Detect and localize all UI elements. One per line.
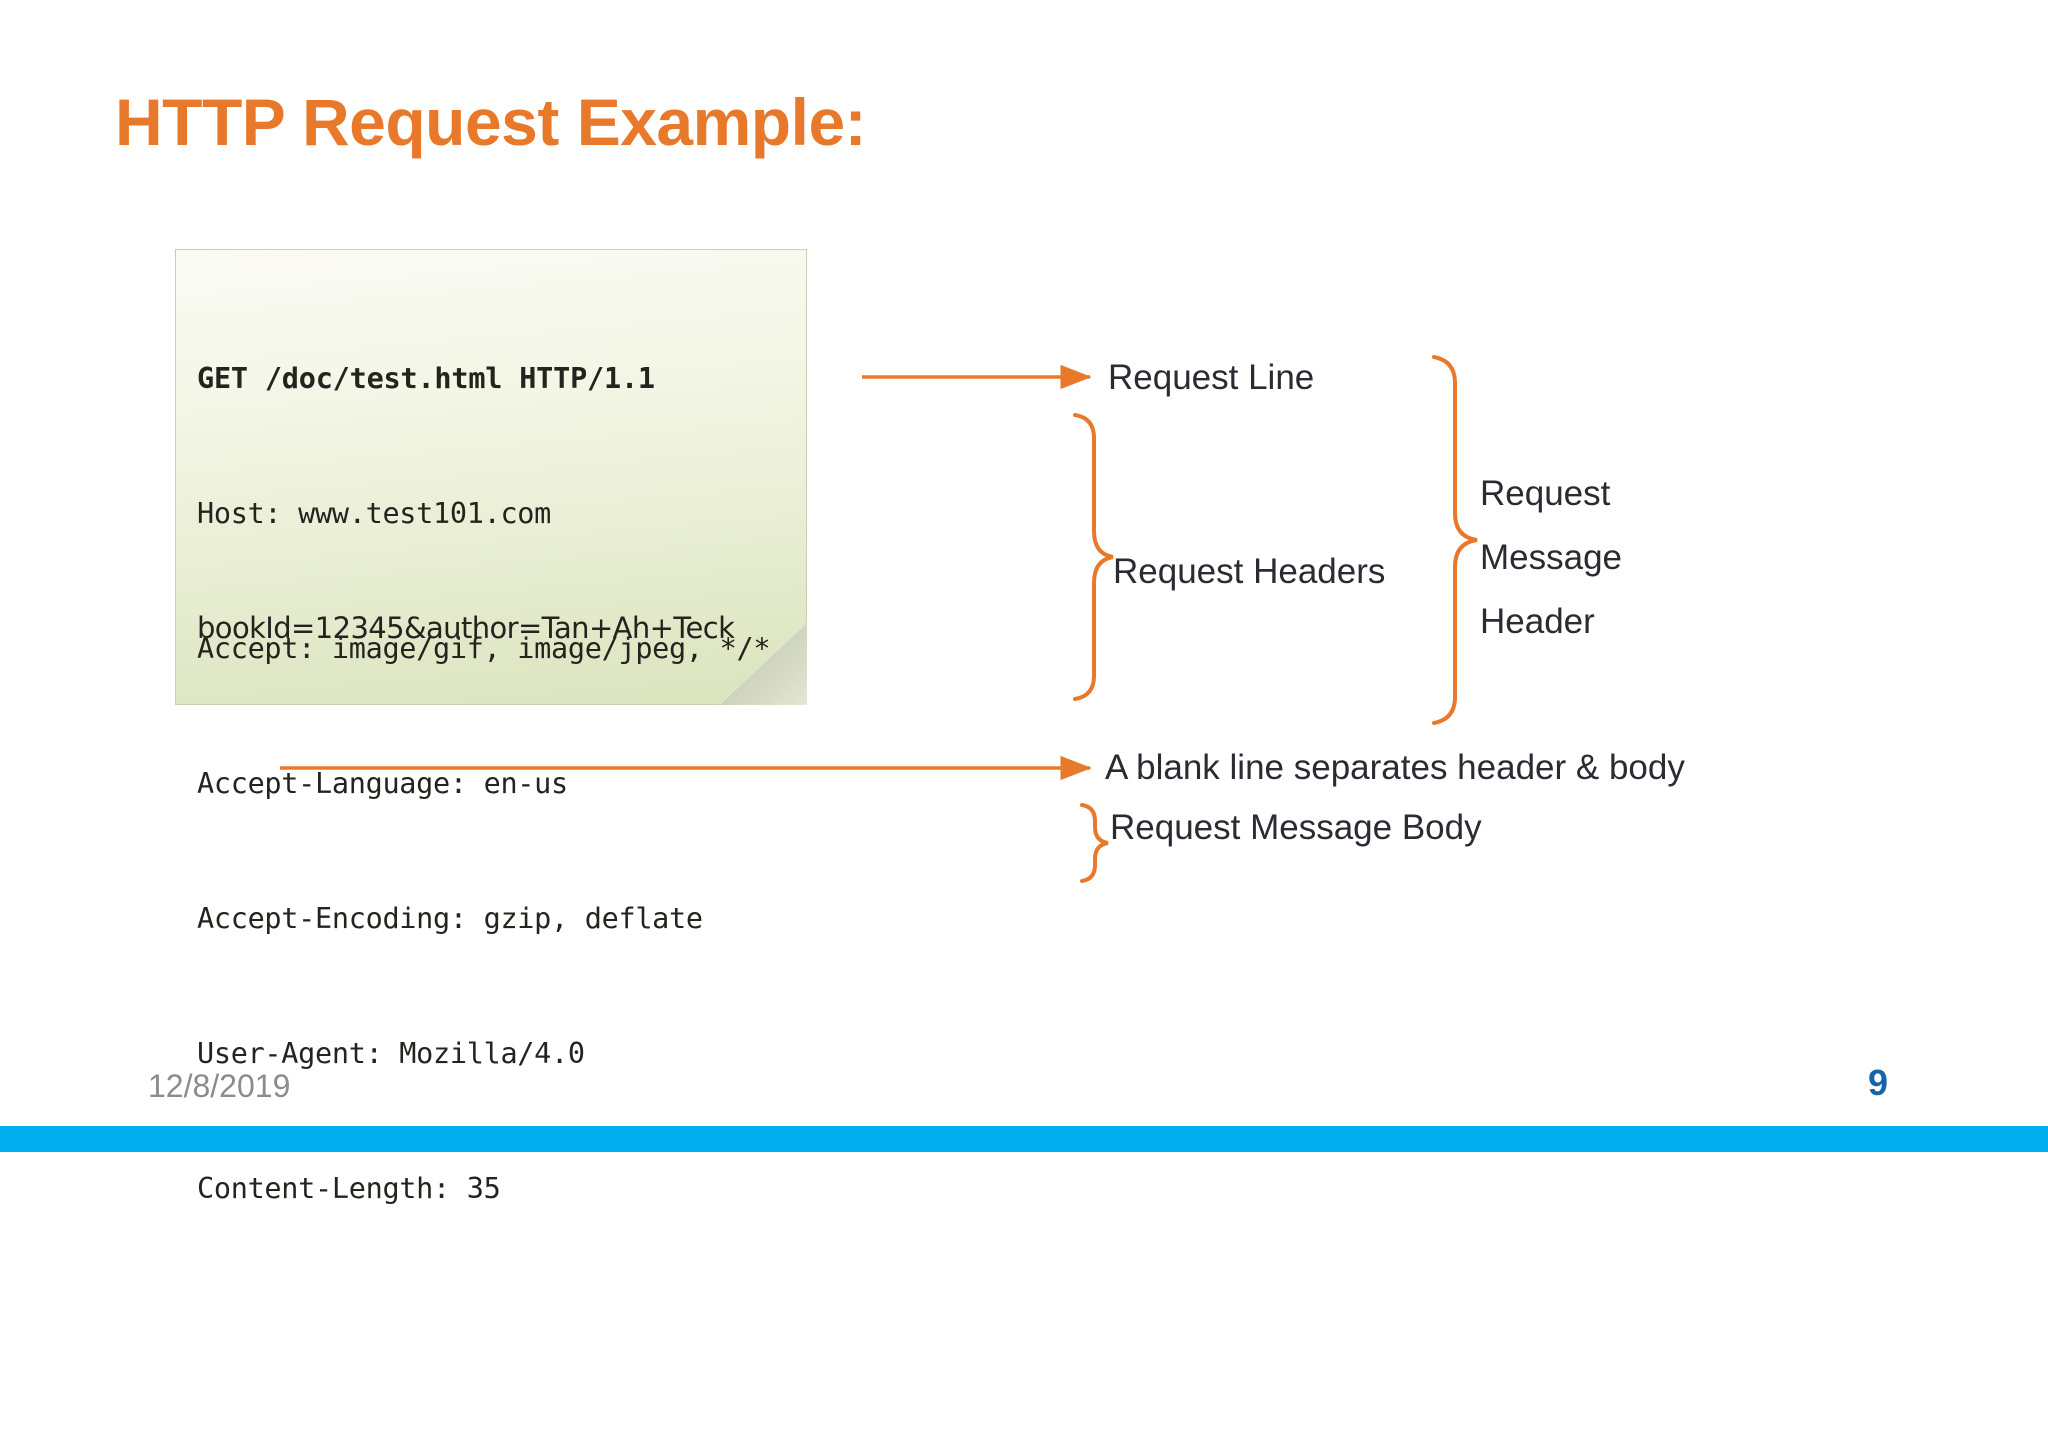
header-line: User-Agent: Mozilla/4.0 xyxy=(197,1037,585,1070)
annotation-blank-line: A blank line separates header & body xyxy=(1105,748,1685,787)
header-line: Host: www.test101.com xyxy=(197,497,552,530)
header-line: Accept: image/gif, image/jpeg, */* xyxy=(197,632,771,665)
annotation-rmh-line-1: Request xyxy=(1480,474,1611,513)
request-message-body-brace xyxy=(1080,803,1109,883)
request-message-header-brace xyxy=(1432,355,1478,725)
annotation-request-message-body: Request Message Body xyxy=(1110,808,1482,847)
annotation-rmh-line-2: Message xyxy=(1480,538,1623,577)
http-request-note: GET /doc/test.html HTTP/1.1 Host: www.te… xyxy=(175,249,807,1205)
page-title: HTTP Request Example: xyxy=(115,85,867,159)
http-request-diagram: GET /doc/test.html HTTP/1.1 Host: www.te… xyxy=(175,249,1685,1205)
request-line-text: GET /doc/test.html HTTP/1.1 xyxy=(197,362,655,395)
note-background xyxy=(175,249,807,705)
annotation-request-line: Request Line xyxy=(1108,358,1315,397)
http-request-text: GET /doc/test.html HTTP/1.1 Host: www.te… xyxy=(197,266,797,1436)
annotation-request-headers: Request Headers xyxy=(1113,552,1386,591)
annotation-rmh-line-3: Header xyxy=(1480,602,1595,641)
slide-number: 9 xyxy=(1868,1062,1889,1103)
header-line: Content-Length: 35 xyxy=(197,1172,501,1205)
annotation-request-message-header: Request Message Header xyxy=(1480,462,1622,654)
header-line: Accept-Language: en-us xyxy=(197,767,568,800)
request-headers-brace xyxy=(1073,413,1114,701)
footer-accent-bar xyxy=(0,1126,2048,1152)
footer-date: 12/8/2019 xyxy=(148,1068,291,1104)
request-body-text: bookId=12345&author=Tan+Ah+Teck xyxy=(197,611,735,645)
blank-separator-line xyxy=(197,1301,797,1346)
header-line: Accept-Encoding: gzip, deflate xyxy=(197,902,703,935)
